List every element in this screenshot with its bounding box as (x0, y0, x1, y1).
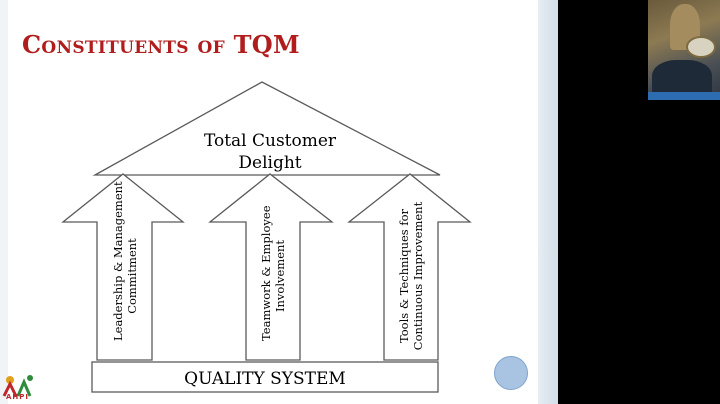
ahpi-logo-icon (2, 375, 33, 397)
pillar-3-line2: Continuous Improvement (411, 201, 425, 351)
pillar-label-3: Tools & Techniques for Continuous Improv… (397, 201, 425, 351)
logo-text: AHPI (6, 393, 30, 401)
slide-left-margin (0, 0, 8, 404)
roof-label-line1: Total Customer (203, 131, 337, 151)
circle-nav-icon[interactable] (494, 356, 528, 390)
slide-title: Constituents of TQM (22, 30, 300, 59)
pillar-label-1: Leadership & Management Commitment (111, 181, 139, 341)
webcam-thumbnail (648, 0, 720, 100)
pillar-1-line1: Leadership & Management (111, 181, 125, 341)
pillar-1-line2: Commitment (125, 238, 139, 314)
pillar-arrow-1 (61, 173, 185, 361)
tqm-house-diagram (61, 81, 472, 393)
pillar-3-line1: Tools & Techniques for (397, 208, 411, 344)
base-label: QUALITY SYSTEM (184, 369, 346, 389)
pillar-arrow-3 (347, 173, 472, 361)
webcam-stripe (648, 92, 720, 100)
roof-triangle (92, 81, 441, 176)
pillar-label-2: Teamwork & Employee Involvement (259, 205, 287, 342)
pillar-arrow-2 (208, 173, 334, 361)
pillar-2-line1: Teamwork & Employee (259, 205, 273, 342)
roof-label-line2: Delight (238, 153, 302, 173)
quality-system-base (91, 361, 439, 393)
webcam-plate (686, 36, 716, 58)
slide-right-edge (538, 0, 558, 404)
pillar-2-line2: Involvement (273, 239, 287, 313)
